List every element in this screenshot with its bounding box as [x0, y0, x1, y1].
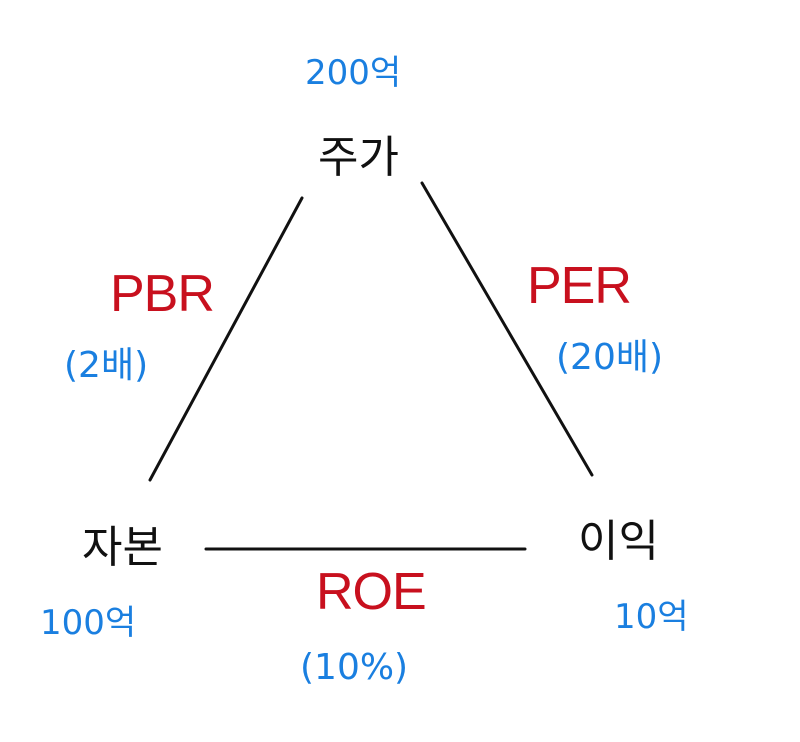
roe-label: ROE	[316, 563, 427, 621]
pbr-label: PBR	[110, 265, 215, 323]
roe-value: (10%)	[300, 647, 409, 688]
per-value: (20배)	[556, 337, 664, 378]
pbr-value: (2배)	[64, 345, 149, 386]
profit-label: 이익	[578, 516, 659, 567]
equity-value: 100억	[40, 603, 137, 643]
price-label: 주가	[318, 132, 399, 183]
edge-per-line	[420, 181, 594, 477]
profit-value: 10억	[614, 597, 689, 637]
price-value: 200억	[305, 53, 402, 93]
equity-label: 자본	[82, 522, 163, 573]
edge-pbr-line	[148, 196, 304, 482]
per-label: PER	[527, 257, 632, 315]
